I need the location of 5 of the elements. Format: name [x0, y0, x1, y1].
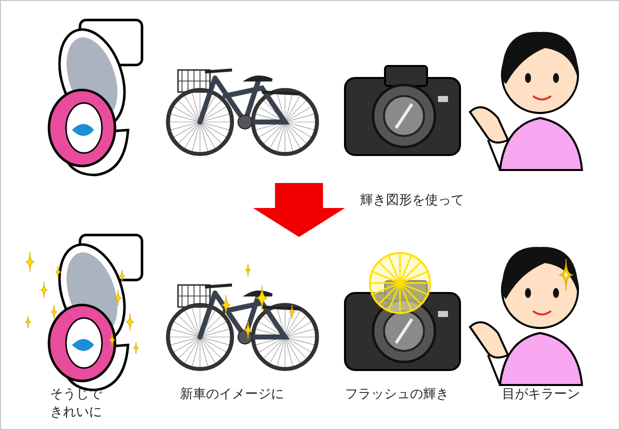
arrow-label: 輝き図形を使って — [360, 192, 464, 210]
caption: 新車のイメージに — [180, 386, 284, 404]
caption: そうじできれいに — [50, 386, 104, 422]
caption: 目がキラーン — [502, 386, 580, 404]
caption: フラッシュの輝き — [345, 386, 449, 404]
